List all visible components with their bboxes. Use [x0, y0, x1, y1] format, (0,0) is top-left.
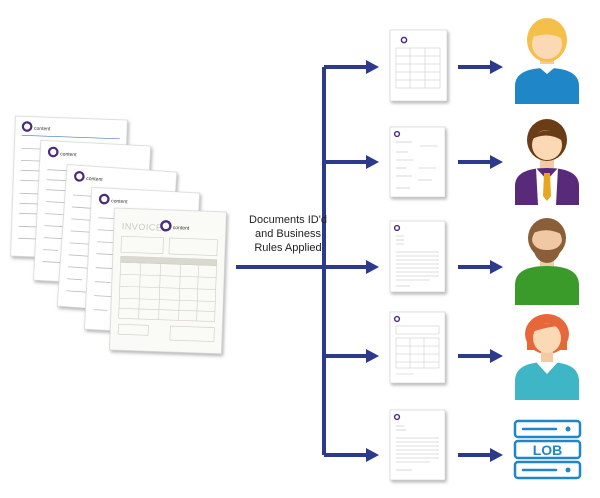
- arrowhead-icon: [490, 448, 503, 462]
- content-logo-icon: [400, 36, 408, 44]
- stack-brand-2: content: [60, 151, 77, 158]
- arrowhead-icon: [490, 260, 503, 274]
- stack-brand-5: content: [173, 225, 190, 232]
- person-blonde-icon: [515, 18, 579, 104]
- content-logo-icon: [98, 193, 110, 205]
- routed-document-4: [389, 311, 446, 384]
- routed-documents: [389, 29, 448, 481]
- invoice-title: INVOICE: [122, 221, 163, 232]
- arrowhead-icon: [366, 60, 379, 74]
- flow-label-line-3: Rules Applied: [254, 242, 322, 254]
- stack-brand-1: content: [34, 126, 51, 133]
- person-redhead-icon: [515, 314, 579, 400]
- content-logo-icon: [393, 130, 401, 138]
- flow-label: Documents ID'd and Business Rules Applie…: [233, 213, 343, 255]
- arrowhead-icon: [366, 349, 379, 363]
- arrowhead-icon: [490, 155, 503, 169]
- person-bearded-icon: [515, 218, 579, 305]
- person-businessman-icon: [515, 119, 579, 205]
- content-logo-icon: [393, 224, 401, 232]
- arrowhead-icon: [366, 260, 379, 274]
- recipients: LOB: [513, 18, 582, 480]
- flow-label-line-2: and Business: [254, 228, 322, 240]
- arrowhead-icon: [490, 60, 503, 74]
- server-lob-icon: LOB: [513, 419, 582, 480]
- stack-document-invoice: INVOICE content: [109, 207, 227, 355]
- routed-document-3: [389, 220, 446, 293]
- stack-brand-3: content: [86, 176, 103, 183]
- flow-connectors: [236, 65, 492, 457]
- content-logo-icon: [393, 413, 401, 421]
- routed-document-5: [389, 409, 446, 481]
- flow-label-line-1: Documents ID'd: [249, 214, 327, 226]
- routed-document-2: [389, 126, 446, 198]
- document-stack: content content: [10, 115, 227, 355]
- arrowheads: [366, 60, 503, 462]
- server-label: LOB: [533, 442, 563, 458]
- content-logo-icon: [21, 121, 33, 132]
- arrowhead-icon: [366, 448, 379, 462]
- content-logo-icon: [160, 220, 172, 232]
- content-logo-icon: [393, 315, 401, 323]
- content-logo-icon: [74, 171, 85, 182]
- routed-document-1: [389, 29, 448, 102]
- content-logo-icon: [47, 146, 59, 158]
- stack-brand-4: content: [111, 198, 128, 205]
- arrowhead-icon: [490, 349, 503, 363]
- arrowhead-icon: [366, 155, 379, 169]
